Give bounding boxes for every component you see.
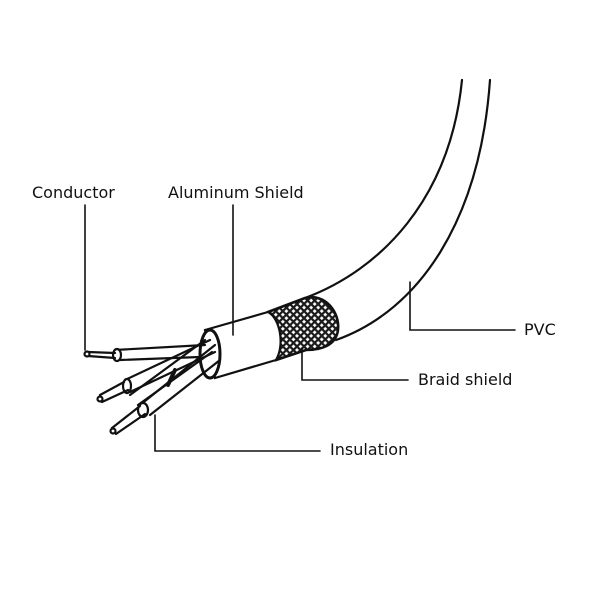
- label-pvc: PVC: [524, 320, 556, 339]
- insulation-leader: [154, 414, 321, 452]
- pvc-jacket-top-edge: [303, 78, 464, 300]
- braid-shield-leader: [301, 347, 409, 381]
- wires: [83, 338, 222, 436]
- aluminum-shield: [203, 310, 282, 380]
- label-conductor: Conductor: [32, 183, 115, 202]
- label-insulation: Insulation: [330, 440, 409, 459]
- braid-shield: [266, 295, 340, 362]
- pvc-jacket-bottom-edge: [334, 78, 492, 342]
- label-aluminum-shield: Aluminum Shield: [168, 183, 304, 202]
- label-braid-shield: Braid shield: [418, 370, 513, 389]
- pvc-leader: [409, 281, 516, 331]
